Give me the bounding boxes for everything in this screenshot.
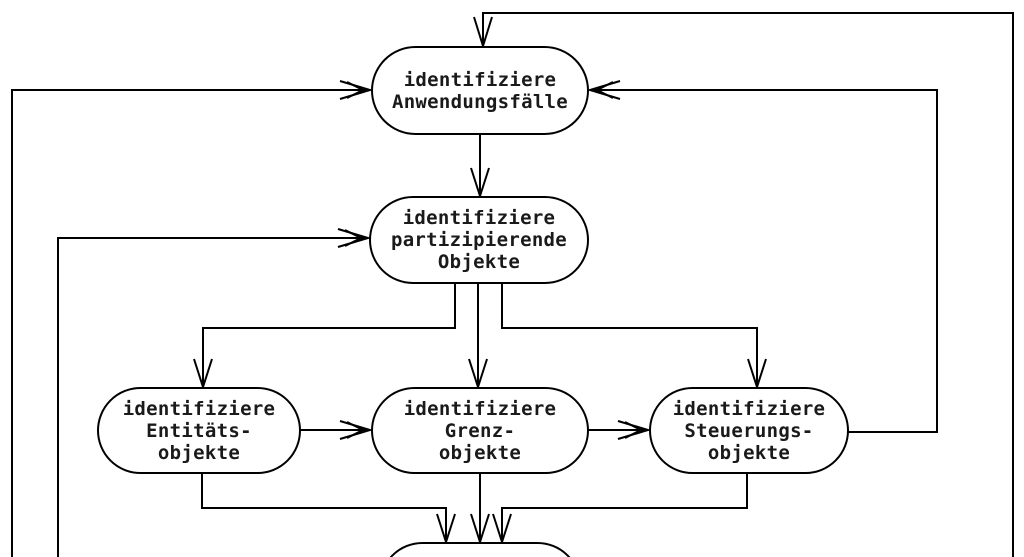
arrow-control-to-usecases-right	[586, 80, 938, 433]
node-shape-bottom-partial	[389, 542, 571, 557]
arrow-entity-to-boundary	[300, 420, 374, 440]
node-shape-boundary-objects	[371, 387, 589, 474]
arrow-participating-to-boundary	[468, 283, 488, 391]
arrow-feedback-left-to-participating-left	[57, 228, 372, 557]
arrow-participating-to-control	[501, 283, 767, 391]
arrow-usecases-to-participating	[470, 134, 490, 200]
arrow-control-to-bottom	[492, 473, 748, 546]
arrow-boundary-to-control	[588, 420, 652, 440]
arrow-participating-to-entity	[193, 283, 456, 391]
node-shape-participating-objects	[369, 196, 589, 284]
node-shape-use-cases	[371, 46, 589, 135]
arrow-feedback-left-to-usecases-left	[11, 80, 374, 557]
arrow-entity-to-bottom	[201, 473, 456, 546]
arrow-boundary-to-bottom	[470, 473, 490, 546]
node-shape-control-objects	[649, 387, 849, 474]
node-shape-entity-objects	[97, 387, 301, 474]
